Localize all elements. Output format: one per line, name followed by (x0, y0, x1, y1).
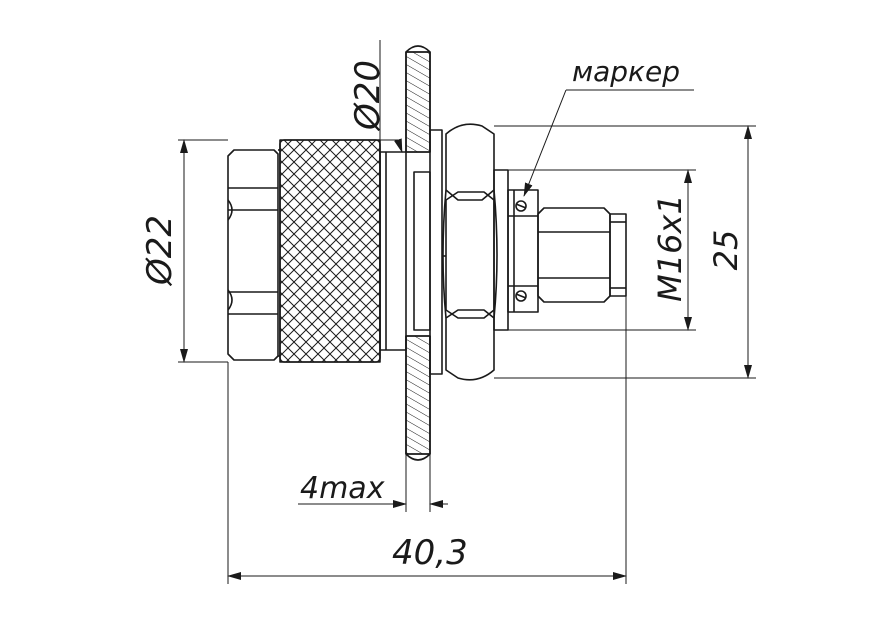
hex-nut (442, 123, 498, 381)
dim-d22 (178, 139, 228, 363)
panel-section (405, 45, 431, 461)
thread-label: M16x1 (651, 194, 689, 302)
threaded-body (493, 169, 539, 331)
output-hex (537, 207, 627, 303)
overall-length-label: 40,3 (392, 533, 468, 573)
marker-label: маркер (572, 55, 680, 88)
diameter-22-label: Ø22 (140, 214, 180, 286)
left-hex-body (227, 149, 279, 361)
dim-40-3 (227, 296, 627, 584)
neck (379, 151, 407, 351)
dim-m16 (508, 169, 696, 331)
knurled-nut (278, 139, 381, 363)
washer (413, 129, 443, 375)
height-25-label: 25 (707, 229, 745, 271)
panel-thickness-label: 4max (300, 471, 385, 506)
diameter-20-label: Ø20 (348, 59, 388, 131)
dim-d20 (379, 40, 403, 153)
dim-25 (494, 125, 756, 379)
dim-4max (298, 454, 448, 512)
marker-dots (515, 200, 527, 302)
dim-marker-leader (523, 89, 694, 197)
